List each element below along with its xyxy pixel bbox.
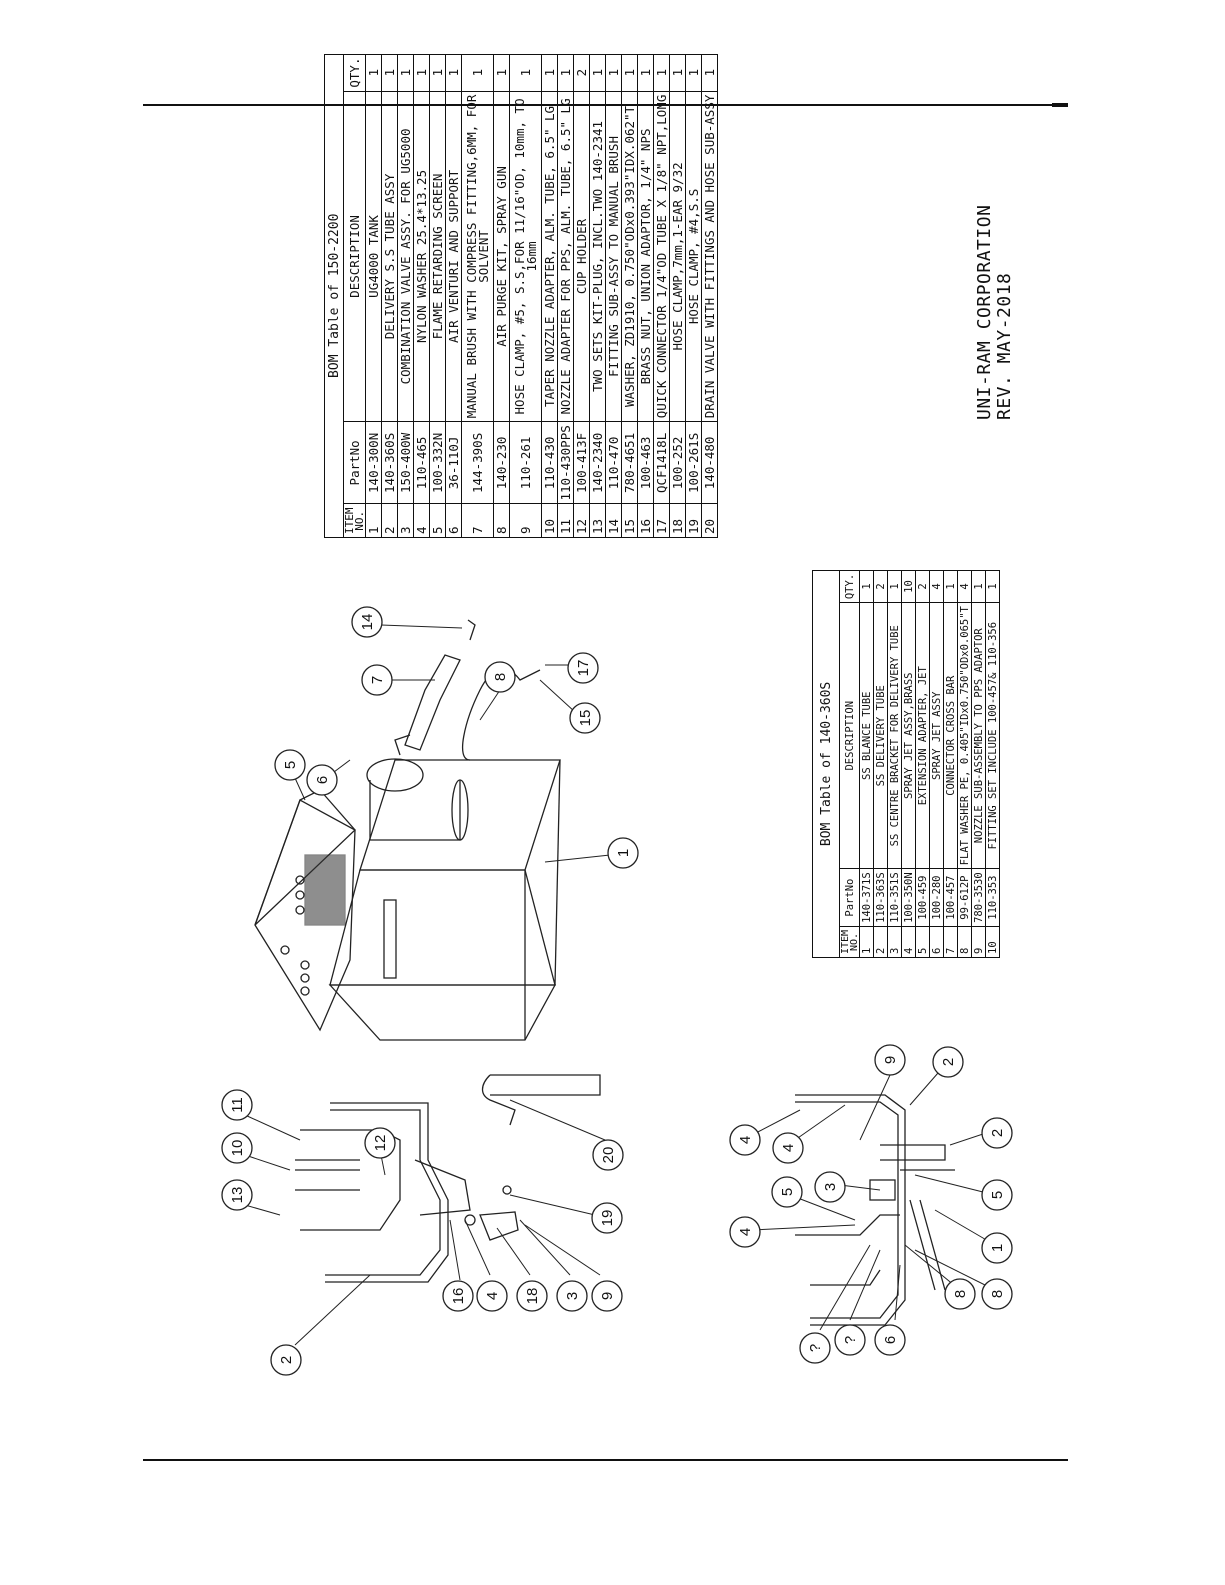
callout-main-1: 1 <box>607 837 639 869</box>
svg-text:3: 3 <box>822 1183 839 1191</box>
svg-text:8: 8 <box>952 1290 969 1298</box>
svg-text:20: 20 <box>600 1147 617 1164</box>
callout-main-10: 10 <box>221 1132 253 1164</box>
callout-main-12: 12 <box>364 1127 396 1159</box>
callout-main-13: 13 <box>221 1179 253 1211</box>
tank-drawing <box>328 758 561 1041</box>
callout-main-17: 17 <box>567 652 599 684</box>
svg-text:?: ? <box>842 1336 859 1344</box>
callout-sub-4a: 4 <box>729 1124 761 1156</box>
svg-text:13: 13 <box>229 1187 246 1204</box>
brush-drawing <box>394 619 476 756</box>
callout-main-9: 9 <box>591 1280 623 1312</box>
svg-text:?: ? <box>807 1344 824 1352</box>
svg-text:16: 16 <box>450 1288 467 1305</box>
svg-text:4: 4 <box>780 1144 797 1152</box>
svg-text:5: 5 <box>779 1188 796 1196</box>
callout-main-16: 16 <box>442 1280 474 1312</box>
svg-text:4: 4 <box>737 1228 754 1236</box>
svg-text:9: 9 <box>882 1056 899 1064</box>
svg-text:14: 14 <box>359 614 376 631</box>
callout-main-7: 7 <box>361 664 393 696</box>
svg-text:4: 4 <box>737 1136 754 1144</box>
callout-main-15: 15 <box>569 702 601 734</box>
svg-text:18: 18 <box>524 1288 541 1305</box>
callout-main-2: 2 <box>270 1344 302 1376</box>
callout-sub-5b: 5 <box>981 1179 1013 1211</box>
svg-text:5: 5 <box>282 761 299 769</box>
bottom-rule <box>143 1459 1068 1461</box>
callout-main-4: 4 <box>476 1280 508 1312</box>
svg-text:3: 3 <box>564 1292 581 1300</box>
svg-text:17: 17 <box>575 660 592 677</box>
callout-main-19: 19 <box>591 1202 623 1234</box>
top-rule-end-mark <box>1052 103 1068 107</box>
svg-text:6: 6 <box>882 1336 899 1344</box>
svg-text:6: 6 <box>314 776 331 784</box>
delivery-tube-main <box>295 1102 471 1283</box>
svg-text:2: 2 <box>940 1058 957 1066</box>
callout-sub-9: 9 <box>874 1044 906 1076</box>
top-rule <box>143 104 1068 106</box>
svg-text:1: 1 <box>615 849 632 857</box>
svg-text:11: 11 <box>229 1097 246 1113</box>
callout-sub-4b: 4 <box>772 1132 804 1164</box>
svg-text:4: 4 <box>484 1292 501 1300</box>
callout-main-3: 3 <box>556 1280 588 1312</box>
callout-sub-8b: 8 <box>981 1278 1013 1310</box>
svg-text:12: 12 <box>372 1135 389 1152</box>
svg-text:5: 5 <box>989 1191 1006 1199</box>
callout-sub-2b: 2 <box>981 1117 1013 1149</box>
callout-main-11: 11 <box>221 1089 253 1121</box>
callout-sub-4c: 4 <box>729 1216 761 1248</box>
drain-valve-drawing <box>481 1074 601 1126</box>
callout-main-18: 18 <box>516 1280 548 1312</box>
svg-text:2: 2 <box>989 1129 1006 1137</box>
delivery-tube-sub <box>795 1094 955 1326</box>
callout-sub-q1: ? <box>834 1324 866 1356</box>
svg-text:8: 8 <box>492 673 509 681</box>
callout-main-5: 5 <box>274 749 306 781</box>
svg-text:1: 1 <box>989 1244 1006 1252</box>
callout-sub-6: 6 <box>874 1324 906 1356</box>
callout-sub-3: 3 <box>814 1171 846 1203</box>
leader-lines <box>244 624 996 1346</box>
callout-sub-5a: 5 <box>771 1176 803 1208</box>
svg-text:9: 9 <box>599 1292 616 1300</box>
svg-text:2: 2 <box>278 1356 295 1364</box>
callout-sub-8a: 8 <box>944 1278 976 1310</box>
callout-sub-2a: 2 <box>932 1046 964 1078</box>
svg-text:7: 7 <box>369 676 386 684</box>
svg-text:19: 19 <box>599 1210 616 1227</box>
callout-main-14: 14 <box>351 606 383 638</box>
svg-text:15: 15 <box>577 710 594 727</box>
callout-sub-1: 1 <box>981 1232 1013 1264</box>
svg-text:8: 8 <box>989 1290 1006 1298</box>
callout-main-20: 20 <box>592 1139 624 1171</box>
callout-main-6: 6 <box>306 764 338 796</box>
svg-text:10: 10 <box>229 1140 246 1157</box>
callout-sub-q2: ? <box>799 1332 831 1364</box>
callout-main-8: 8 <box>484 661 516 693</box>
